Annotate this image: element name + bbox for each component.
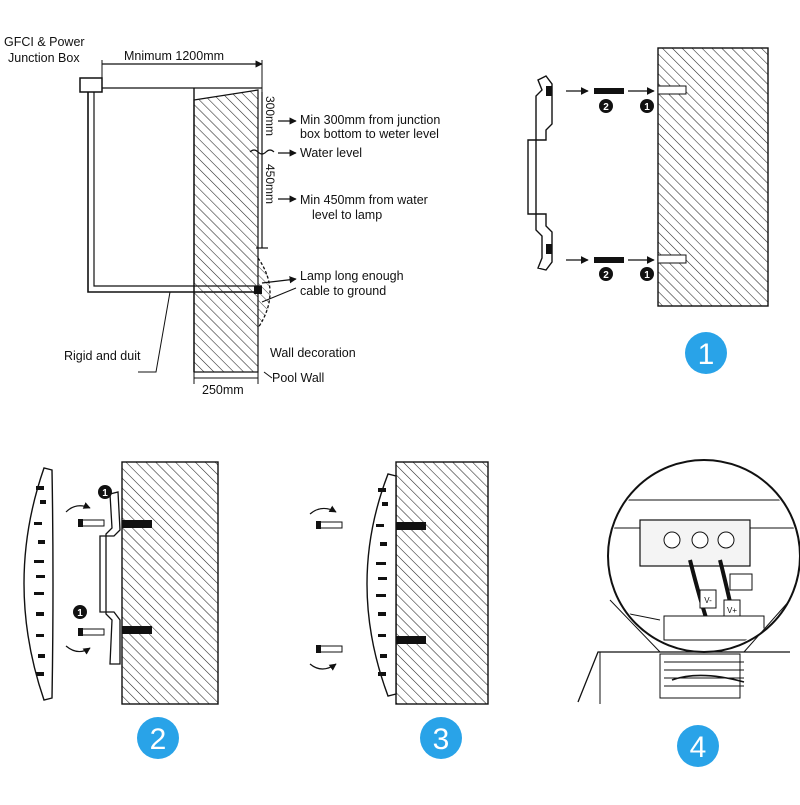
badge-2-bottom xyxy=(599,267,613,281)
step-1-number: 1 xyxy=(698,338,715,371)
step2-lamp xyxy=(23,467,54,701)
note-300-line1: Min 300mm from junction xyxy=(300,113,440,127)
badge-1-upper xyxy=(98,485,112,499)
pool-wall-label: Pool Wall xyxy=(272,371,324,385)
badge-2-top xyxy=(599,99,613,113)
dimension-diagram: GFCI & Power Junction Box Mnimum 1200mm … xyxy=(4,35,440,397)
step-3-badge xyxy=(420,717,462,759)
step3-lamp xyxy=(366,473,397,697)
terminal-v-minus: V- xyxy=(704,596,712,605)
terminal-v-plus: V+ xyxy=(727,606,737,615)
step-3-panel: 3 xyxy=(309,461,489,759)
rigid-label: Rigid and duit xyxy=(64,349,141,363)
gfci-label-line1: GFCI & Power xyxy=(4,35,85,49)
badge-1-bottom xyxy=(640,267,654,281)
wall-decoration-label: Wall decoration xyxy=(270,346,356,360)
step-1-badge xyxy=(685,332,727,374)
water-level-label: Water level xyxy=(300,146,362,160)
step-3-number: 3 xyxy=(433,723,450,756)
min-width-label: Mnimum 1200mm xyxy=(124,49,224,63)
lamp-label-line1: Lamp long enough xyxy=(300,269,404,283)
dim-250-label: 250mm xyxy=(202,383,244,397)
note-450-line1: Min 450mm from water xyxy=(300,193,428,207)
step3-wall xyxy=(395,461,489,705)
step2-wall xyxy=(121,461,219,705)
note-300-line2: box bottom to weter level xyxy=(300,127,439,141)
lamp-dome xyxy=(257,257,271,329)
step-1-panel: 2 1 2 1 1 xyxy=(527,47,769,374)
badge-1-lower xyxy=(73,605,87,619)
dim-450-label: 450mm xyxy=(263,164,277,204)
lamp-label-line2: cable to ground xyxy=(300,284,386,298)
step-2-panel: 1 1 2 xyxy=(23,461,219,759)
step1-bracket xyxy=(527,75,553,271)
dim-300-label: 300mm xyxy=(263,96,277,136)
gfci-label-line2: Junction Box xyxy=(8,51,80,65)
step-2-number: 2 xyxy=(150,723,167,756)
junction-box xyxy=(79,77,103,93)
note-450-line2: level to lamp xyxy=(312,208,382,222)
step-4-panel: V- V+ 4 xyxy=(577,459,800,767)
svg-text:2: 2 xyxy=(603,102,609,113)
badge-1-top xyxy=(640,99,654,113)
svg-text:1: 1 xyxy=(644,102,650,113)
pool-wall xyxy=(193,89,259,373)
step-4-number: 4 xyxy=(690,731,707,764)
svg-text:1: 1 xyxy=(102,488,108,499)
step-2-badge xyxy=(137,717,179,759)
step-4-badge xyxy=(677,725,719,767)
svg-text:2: 2 xyxy=(603,270,609,281)
svg-text:1: 1 xyxy=(77,608,83,619)
svg-text:1: 1 xyxy=(644,270,650,281)
